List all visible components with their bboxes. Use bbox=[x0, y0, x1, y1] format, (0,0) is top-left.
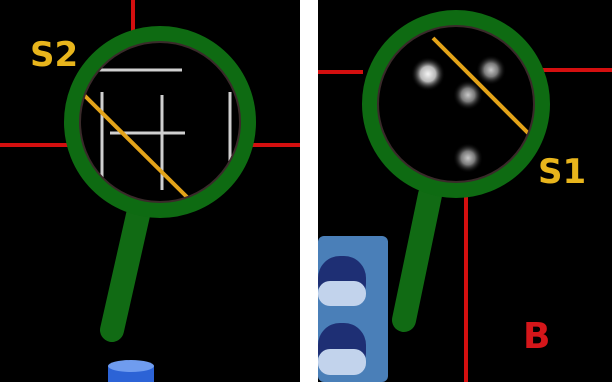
capsule-top bbox=[318, 256, 366, 306]
blue-cylinder bbox=[108, 360, 154, 382]
magnifier-handle bbox=[112, 215, 138, 330]
particle bbox=[453, 143, 483, 173]
magnifier-handle bbox=[404, 195, 430, 320]
right-panel: S1 B bbox=[318, 0, 612, 382]
corner-label-b: B bbox=[523, 316, 550, 357]
particle bbox=[411, 57, 445, 91]
particle bbox=[476, 55, 506, 85]
magnifier-label-s1: S1 bbox=[538, 152, 586, 192]
right-scene: S1 B bbox=[318, 0, 612, 382]
left-scene: S2 bbox=[0, 0, 300, 382]
capsule-bottom bbox=[318, 323, 366, 375]
left-panel: S2 bbox=[0, 0, 300, 382]
blue-block bbox=[318, 236, 388, 382]
magnifier-label-s2: S2 bbox=[30, 35, 78, 75]
